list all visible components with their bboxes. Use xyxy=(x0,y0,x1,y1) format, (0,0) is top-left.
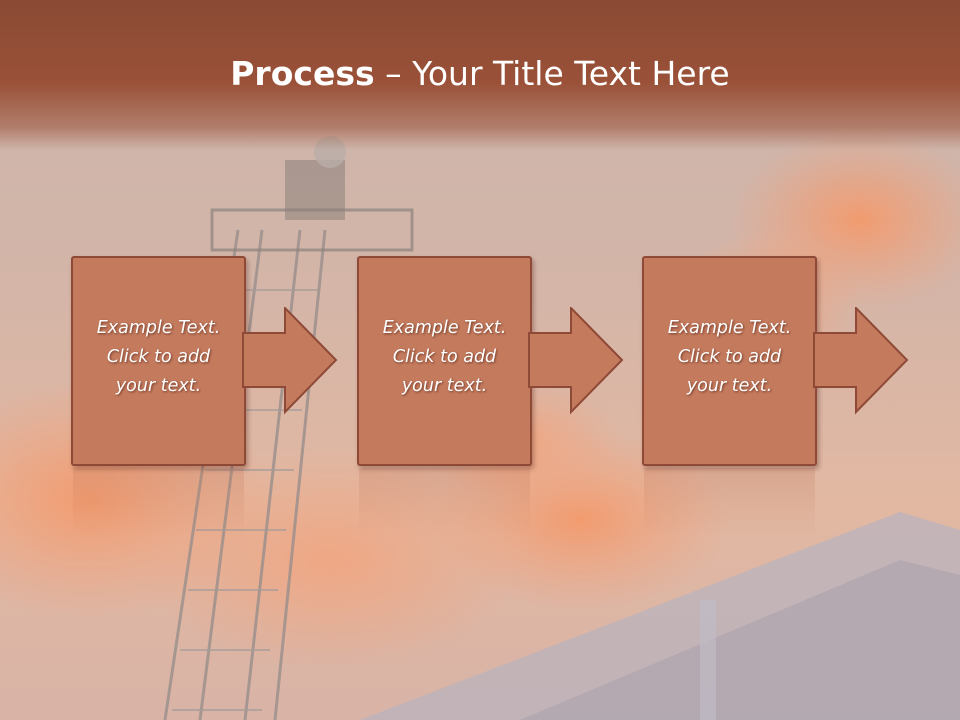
step-line-3: your text. xyxy=(401,376,488,396)
step-reflection xyxy=(644,468,815,538)
step-text[interactable]: Example Text. Click to add your text. xyxy=(359,314,530,401)
step-line-1: Example Text. xyxy=(382,318,507,338)
step-line-2: Click to add xyxy=(392,347,497,367)
step-line-1: Example Text. xyxy=(96,318,221,338)
step-line-2: Click to add xyxy=(677,347,782,367)
process-step-3: Example Text. Click to add your text. xyxy=(642,256,909,538)
step-box[interactable]: Example Text. Click to add your text. xyxy=(642,256,817,466)
step-reflection xyxy=(73,468,244,538)
title-bold: Process xyxy=(230,54,375,93)
right-arrow-icon xyxy=(528,307,624,415)
step-box[interactable]: Example Text. Click to add your text. xyxy=(71,256,246,466)
step-line-1: Example Text. xyxy=(667,318,792,338)
step-box[interactable]: Example Text. Click to add your text. xyxy=(357,256,532,466)
step-text[interactable]: Example Text. Click to add your text. xyxy=(73,314,244,401)
process-step-2: Example Text. Click to add your text. xyxy=(357,256,624,538)
step-line-3: your text. xyxy=(686,376,773,396)
step-reflection xyxy=(359,468,530,538)
process-step-1: Example Text. Click to add your text. xyxy=(71,256,338,538)
right-arrow-icon xyxy=(813,307,909,415)
title-bar xyxy=(0,0,960,150)
step-text[interactable]: Example Text. Click to add your text. xyxy=(644,314,815,401)
step-line-3: your text. xyxy=(115,376,202,396)
step-line-2: Click to add xyxy=(106,347,211,367)
title-rest: – Your Title Text Here xyxy=(374,54,730,93)
right-arrow-icon xyxy=(242,307,338,415)
slide-title[interactable]: Process – Your Title Text Here xyxy=(0,54,960,93)
